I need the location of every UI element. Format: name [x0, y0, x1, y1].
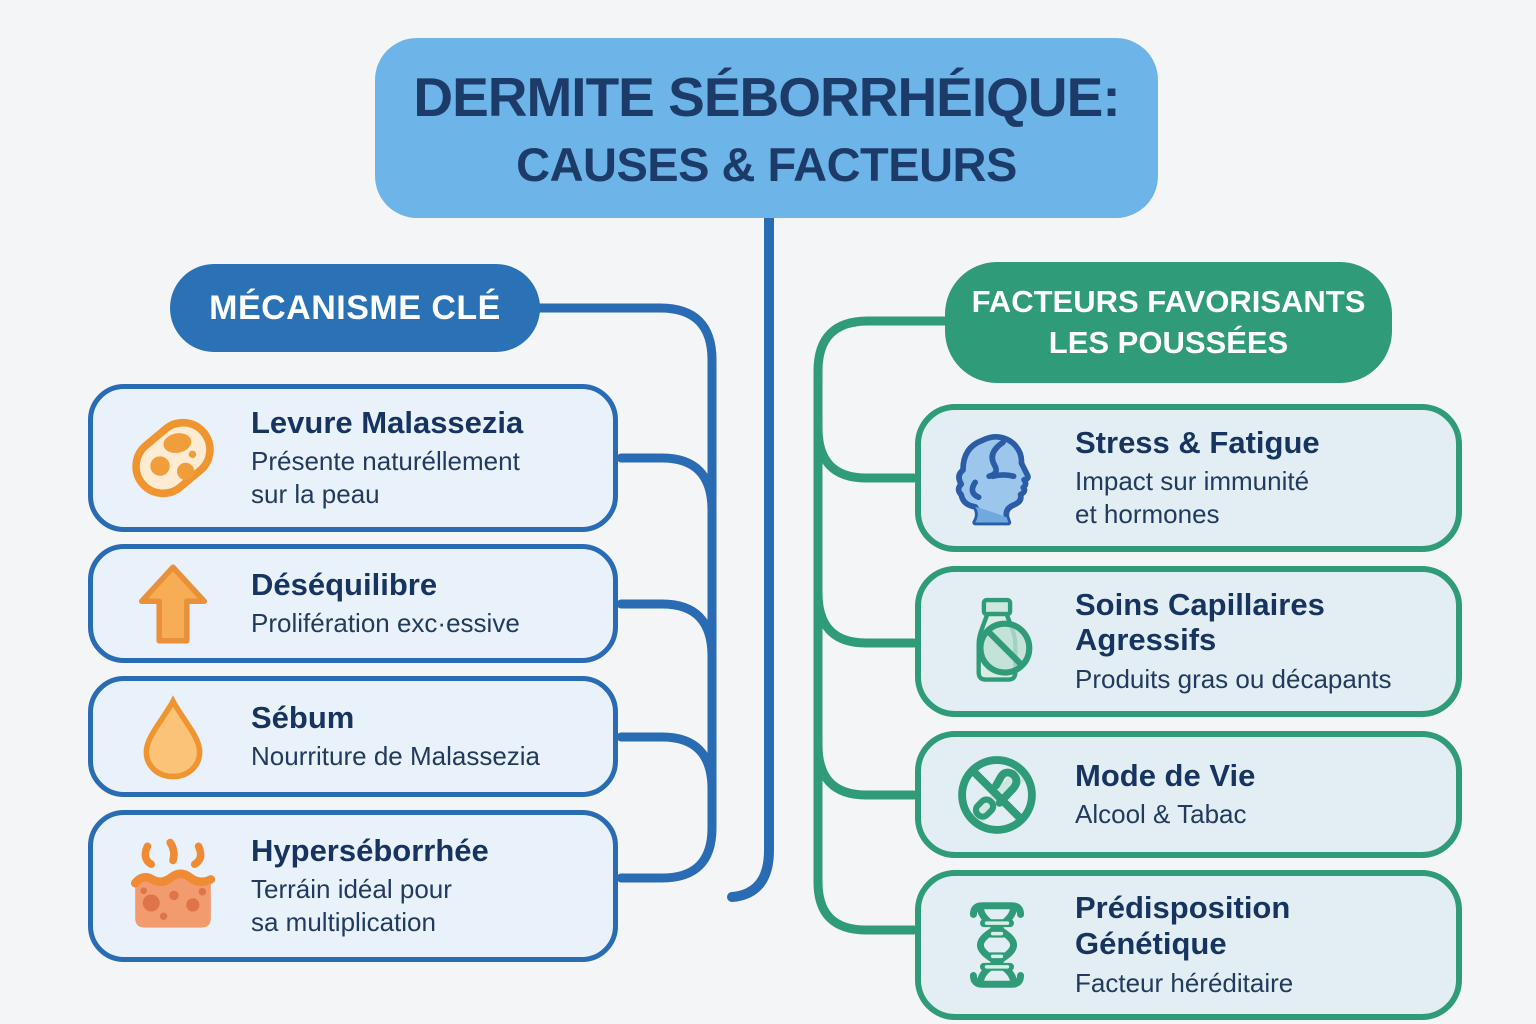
item-title-line: Stress & Fatigue: [1075, 424, 1320, 460]
item-subtitle: Terráin idéal pour sa multiplication: [251, 873, 489, 939]
green-trunk-line: [813, 316, 950, 935]
item-title-line: Génétique: [1075, 925, 1227, 961]
title-stem-line: [727, 213, 774, 902]
blue-trunk-line: [535, 303, 717, 883]
item-subtitle-line: Prolifération exc·essive: [251, 608, 520, 639]
sebum-droplet-icon: [115, 691, 231, 783]
page-title-line-2: CAUSES & FACTEURS: [516, 137, 1017, 191]
card-sebum: Sébum Nourriture de Malassezia: [88, 676, 618, 797]
right-section-header-line-1: FACTEURS FAVORISANTS: [971, 284, 1366, 320]
item-title: Sébum: [251, 700, 540, 736]
stressed-head-icon: [949, 426, 1045, 530]
item-title-line: Mode de Vie: [1075, 757, 1256, 793]
no-alcohol-tobacco-icon: [949, 743, 1045, 847]
item-title: Déséquilibre: [251, 567, 520, 603]
item-title-line: Déséquilibre: [251, 566, 438, 602]
item-title: Prédisposition Génétique: [1075, 890, 1293, 961]
green-connector-group: [813, 316, 950, 935]
green-branch-2: [813, 588, 919, 648]
item-subtitle-line: Nourriture de Malassezia: [251, 741, 541, 772]
page-title-line-1: DERMITE SÉBORRHÉIQUE:: [413, 65, 1120, 128]
malassezia-yeast-icon: [115, 404, 231, 512]
item-subtitle: Facteur héréditaire: [1075, 967, 1293, 1000]
harsh-shampoo-bottle-icon: [949, 590, 1045, 694]
item-subtitle: Impact sur immunité et hormones: [1075, 465, 1320, 531]
card-mode-de-vie: Mode de Vie Alcool & Tabac: [915, 731, 1462, 858]
item-title-line: Prédisposition: [1075, 890, 1291, 926]
main-title-banner: DERMITE SÉBORRHÉIQUE: CAUSES & FACTEURS: [375, 38, 1158, 218]
oily-skin-icon: [115, 834, 231, 938]
item-subtitle: Alcool & Tabac: [1075, 798, 1255, 831]
item-subtitle-line: Terráin idéal pour: [251, 874, 452, 905]
item-subtitle-line: sa multiplication: [251, 907, 436, 938]
right-section-header-line-2: LES POUSSÉES: [1048, 324, 1289, 360]
blue-connector-group: [535, 213, 774, 902]
blue-branch-3: [616, 732, 717, 794]
item-title-line: Hyperséborrhée: [251, 832, 489, 868]
card-soins-capillaires: Soins Capillaires Agressifs Produits gra…: [915, 566, 1462, 717]
item-title-line: Sébum: [251, 699, 355, 735]
dna-helix-icon: [949, 893, 1045, 997]
left-section-header: MÉCANISME CLÉ: [170, 264, 540, 352]
item-subtitle-line: et hormones: [1075, 499, 1220, 530]
blue-branch-2: [616, 599, 717, 661]
item-subtitle-line: Alcool & Tabac: [1075, 799, 1247, 830]
item-subtitle-line: Facteur héréditaire: [1075, 967, 1294, 998]
item-title-line: Soins Capillaires: [1075, 586, 1325, 622]
left-section-header-label: MÉCANISME CLÉ: [209, 288, 501, 327]
item-title-line: Levure Malassezia: [251, 404, 524, 440]
item-subtitle-line: sur la peau: [251, 479, 380, 510]
item-title: Soins Capillaires Agressifs: [1075, 587, 1392, 658]
card-hyperseborrhee: Hyperséborrhée Terráin idéal pour sa mul…: [88, 810, 618, 962]
card-stress-fatigue: Stress & Fatigue Impact sur immunité et …: [915, 404, 1462, 552]
up-arrow-icon: [115, 558, 231, 650]
item-subtitle: Nourriture de Malassezia: [251, 740, 540, 773]
item-title: Stress & Fatigue: [1075, 425, 1320, 461]
green-branch-1: [813, 423, 919, 483]
item-subtitle-line: Impact sur immunité: [1075, 466, 1310, 497]
card-desequilibre: Déséquilibre Prolifération exc·essive: [88, 544, 618, 663]
item-title: Mode de Vie: [1075, 758, 1255, 794]
green-branch-3: [813, 740, 919, 800]
item-subtitle: Présente naturéllement sur la peau: [251, 445, 523, 511]
right-section-header: FACTEURS FAVORISANTS LES POUSSÉES: [945, 262, 1392, 383]
item-subtitle-line: Produits gras ou décapants: [1075, 664, 1392, 695]
item-title: Levure Malassezia: [251, 405, 523, 441]
blue-branch-1: [616, 453, 717, 515]
item-title-line: Agressifs: [1075, 622, 1217, 658]
card-predisposition-genetique: Prédisposition Génétique Facteur hérédit…: [915, 870, 1462, 1020]
card-levure-malassezia: Levure Malassezia Présente naturéllement…: [88, 384, 618, 532]
item-title: Hyperséborrhée: [251, 833, 489, 869]
item-subtitle: Prolifération exc·essive: [251, 607, 520, 640]
item-subtitle-line: Présente naturéllement: [251, 446, 520, 477]
item-subtitle: Produits gras ou décapants: [1075, 663, 1392, 696]
